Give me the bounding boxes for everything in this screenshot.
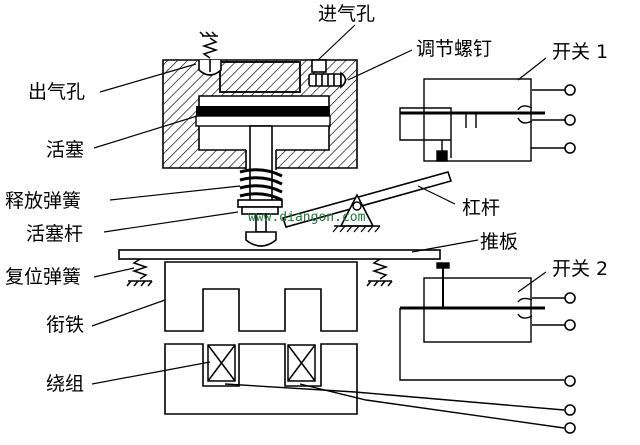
label-switch-1: 开关 1 (552, 41, 608, 63)
watermark-text: www.diangon.com (248, 210, 366, 225)
label-reset-spring: 复位弹簧 (5, 266, 81, 288)
winding (207, 344, 316, 382)
label-piston: 活塞 (46, 139, 84, 161)
label-outlet: 出气孔 (28, 81, 85, 103)
label-piston-rod: 活塞杆 (26, 223, 83, 245)
label-armature: 衔铁 (46, 314, 84, 336)
winding-leads (224, 383, 565, 429)
piston (195, 106, 331, 127)
switch-1 (399, 78, 565, 162)
release-spring (239, 168, 283, 202)
label-lever: 杠杆 (462, 197, 500, 219)
label-inlet: 进气孔 (318, 3, 375, 25)
switch-1-terminals (564, 84, 576, 154)
label-winding: 绕组 (46, 373, 84, 395)
label-push-plate: 推板 (480, 231, 518, 253)
label-release-spring: 释放弹簧 (5, 190, 81, 212)
label-adjust-screw: 调节螺钉 (416, 38, 492, 60)
push-plate (118, 249, 441, 260)
leader-lines (91, 24, 547, 385)
reset-spring-left (126, 258, 153, 287)
label-switch-2: 开关 2 (552, 258, 608, 280)
reset-spring-right (366, 258, 393, 287)
switch-2-terminals (564, 292, 576, 434)
armature (164, 261, 358, 332)
switch-2 (399, 262, 565, 381)
adjusting-screw (308, 71, 347, 89)
outlet-hole (198, 59, 222, 76)
inlet-hole (311, 59, 327, 73)
outlet-spring (199, 31, 219, 59)
labels: 进气孔 调节螺钉 出气孔 活塞 释放弹簧 活塞杆 复位弹簧 衔铁 绕组 杠杆 推… (5, 3, 608, 395)
lever (281, 171, 453, 233)
magnet-core (164, 343, 358, 415)
